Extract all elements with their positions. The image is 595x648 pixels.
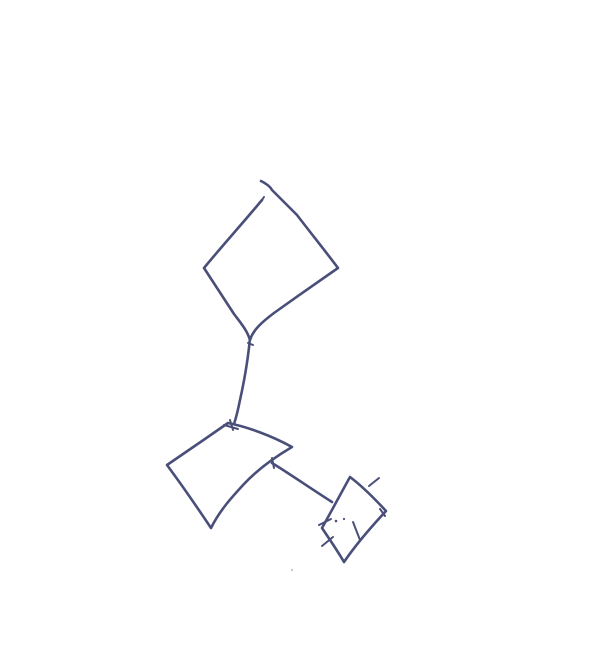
small-square-hatch-top [368,477,380,487]
connector-top-to-middle [232,336,252,426]
small-square-dot-1 [334,519,338,523]
connector-middle-tick [271,457,275,469]
faint-speck [290,568,294,572]
small-square-hatch-bottom [321,536,334,547]
connector-middle-to-small [270,461,334,504]
top-diamond-tail [261,196,265,201]
middle-quad [165,419,294,530]
middle-quad-cross [223,419,239,431]
top-diamond-outline [202,179,340,342]
small-square-hatch-right [379,508,386,517]
small-square-dot-2 [342,517,346,521]
small-square [318,475,388,564]
small-square-outline [320,475,388,564]
top-diamond [202,179,340,342]
connector-top-tick [247,342,254,346]
small-square-hatch-left [318,518,332,526]
middle-quad-outline [165,421,294,530]
small-square-inner-mark [352,521,361,541]
